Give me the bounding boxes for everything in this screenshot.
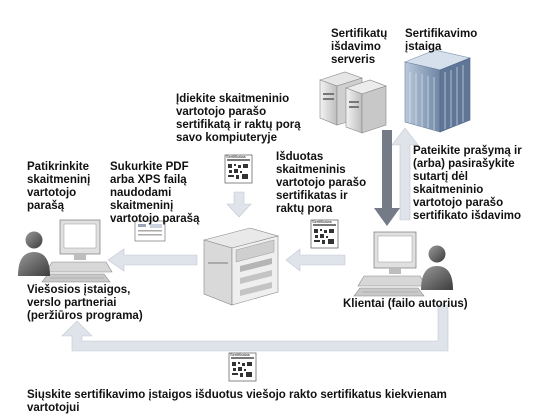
certificate-label: Sertifikatas: [226, 154, 246, 159]
issue-arrow: [374, 130, 400, 226]
certificate-document-1: Sertifikatas: [224, 154, 253, 184]
left-person-icon: [18, 231, 50, 276]
client-computer-icon: [353, 231, 427, 297]
create-pdf-label: Sukurkite PDF arba XPS failą naudodami s…: [110, 161, 200, 225]
send-label: Siųskite sertifikavimo įstaigos išduotus…: [27, 389, 447, 414]
pdf-document-icon: [134, 220, 166, 242]
client-to-mfp-arrow: [285, 248, 346, 272]
request-arrow: [391, 127, 419, 221]
certification-authority-building-icon: [403, 49, 472, 133]
certificate-label: Sertifikatas: [312, 219, 332, 224]
authority-label: Sertifikavimo įstaiga: [405, 28, 478, 53]
public-bodies-label: Viešosios įstaigos, verslo partneriai (p…: [27, 284, 143, 322]
install-label: Įdiekite skaitmeninio vartotojo parašo s…: [176, 93, 301, 144]
certificate-document-3: Sertifikatas: [228, 352, 257, 382]
certificate-server-icon: [319, 71, 387, 134]
send-certificates-arrow: [61, 304, 449, 352]
clients-label: Klientai (failo autorius): [343, 298, 468, 310]
issued-label: Išduotas skaitmeninis vartotojo parašo s…: [276, 151, 367, 215]
request-label: Pateikite prašymą ir (arba) pasirašykite…: [413, 145, 522, 222]
mfp-to-public-arrow: [107, 248, 198, 272]
left-computer-icon: [41, 219, 113, 283]
verify-label: Patikrinkite skaitmeninį vartotojo paraš…: [27, 161, 91, 212]
multifunction-printer-icon: [202, 227, 280, 306]
certificate-document-2: Sertifikatas: [310, 219, 339, 249]
certificate-label: Sertifikatas: [230, 352, 250, 357]
server-label: Sertifikatų išdavimo serveris: [331, 28, 388, 66]
client-person-icon: [421, 245, 453, 290]
install-arrow: [226, 191, 252, 218]
